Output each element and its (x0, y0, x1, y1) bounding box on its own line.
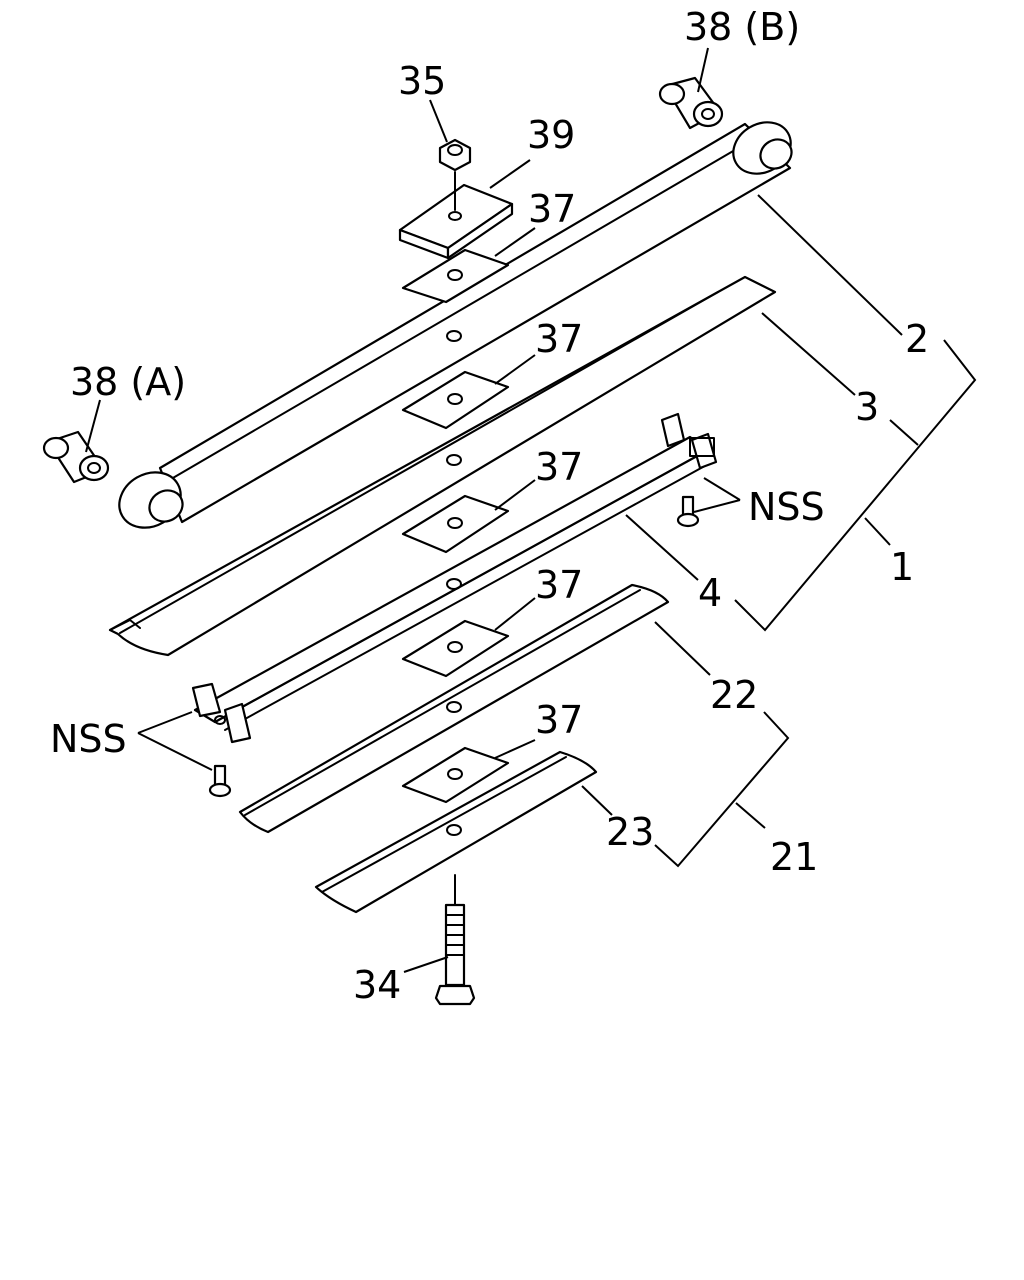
label-nss-right: NSS (748, 485, 825, 529)
label-22: 22 (710, 673, 758, 717)
label-37-4: 37 (535, 563, 583, 607)
leaf-3 (108, 275, 777, 657)
bushing-38a (42, 430, 110, 484)
label-39: 39 (527, 113, 575, 157)
nss-bolt-left (208, 764, 232, 798)
label-37-5: 37 (535, 698, 583, 742)
label-21: 21 (770, 835, 818, 879)
pad-37-top (401, 248, 510, 304)
plate-39 (398, 183, 514, 260)
main-leaf-2 (118, 121, 793, 529)
label-4: 4 (698, 571, 722, 615)
label-37-top: 37 (528, 187, 576, 231)
pad-37-2 (401, 370, 510, 430)
label-nss-left: NSS (50, 717, 127, 761)
label-2: 2 (905, 317, 929, 361)
leaf-22 (238, 583, 670, 834)
center-bolt-34 (434, 874, 476, 1006)
label-23: 23 (606, 810, 654, 854)
label-1: 1 (890, 545, 914, 589)
label-37-3: 37 (535, 445, 583, 489)
label-34: 34 (353, 963, 401, 1007)
pad-37-4 (401, 619, 510, 678)
leaf-4 (191, 412, 718, 744)
pad-37-5 (401, 746, 510, 804)
label-38a: 38 (A) (70, 360, 186, 404)
leader-lines (85, 47, 977, 973)
label-35: 35 (398, 59, 446, 103)
nss-bolt-right (676, 495, 700, 528)
bushing-38b (658, 76, 724, 130)
label-38b: 38 (B) (684, 5, 800, 49)
leaf-23 (314, 750, 598, 914)
label-3: 3 (855, 385, 879, 429)
label-37-2: 37 (535, 317, 583, 361)
pad-37-3 (401, 494, 510, 554)
nut-35 (438, 138, 472, 211)
